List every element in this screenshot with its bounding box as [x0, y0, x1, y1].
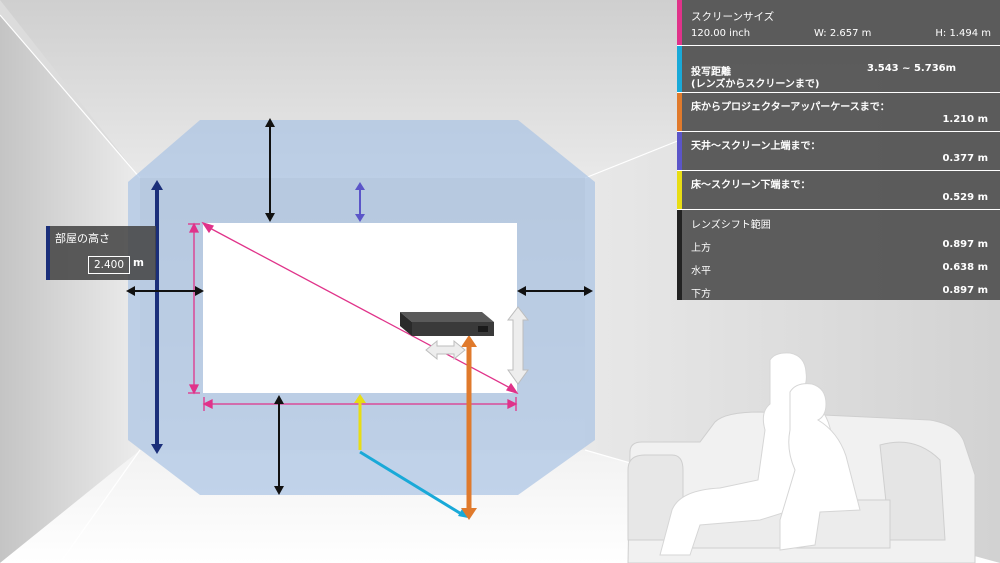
- screen-size-height: H: 1.494 m: [935, 28, 991, 39]
- lens-shift-hint-arrows: [425, 306, 530, 385]
- room-height-unit: m: [133, 257, 144, 269]
- floor-to-projector-title: 床からプロジェクターアッパーケースまで：: [691, 102, 890, 113]
- floor-to-screen-value: 0.529 m: [942, 192, 988, 203]
- room-height-box: 部屋の高さ 2.400 m: [46, 226, 156, 280]
- screen-size-section: スクリーンサイズ 120.00 inch W: 2.657 m H: 1.494…: [677, 0, 1000, 45]
- lens-shift-down-value: 0.897 m: [942, 285, 988, 296]
- ceiling-to-screen-arrow: [355, 182, 365, 222]
- floor-to-screen-arrow: [354, 394, 366, 450]
- throw-distance-accent: [677, 46, 682, 92]
- room-height-input[interactable]: 2.400: [88, 256, 130, 274]
- lens-shift-title: レンズシフト範囲: [691, 220, 771, 231]
- screen-size-diagonal: 120.00 inch: [691, 28, 751, 39]
- divider: [677, 170, 1000, 171]
- ceiling-to-screen-section: 天井〜スクリーン上端まで： 0.377 m: [677, 132, 1000, 170]
- divider: [677, 131, 1000, 132]
- room-height-label: 部屋の高さ: [55, 232, 110, 245]
- projector: [400, 312, 494, 336]
- lens-shift-horizontal-value: 0.638 m: [942, 262, 988, 273]
- lens-shift-down-label: 下方: [691, 289, 711, 300]
- ceiling-to-screen-value: 0.377 m: [942, 153, 988, 164]
- viewers-silhouette: [659, 352, 861, 556]
- floor-to-screen-accent: [677, 171, 682, 209]
- room-height-arrow: [151, 180, 163, 454]
- left-wall: [0, 15, 140, 563]
- distance-arrows: [126, 118, 593, 495]
- divider: [677, 92, 1000, 93]
- floor-to-projector-accent: [677, 93, 682, 131]
- lens-shift-up-label: 上方: [691, 243, 711, 254]
- floor-to-projector-value: 1.210 m: [942, 114, 988, 125]
- divider: [677, 45, 1000, 46]
- lens-shift-up-value: 0.897 m: [942, 239, 988, 250]
- screen-size-width: W: 2.657 m: [814, 28, 872, 39]
- screen-size-accent: [677, 0, 682, 45]
- info-panel: スクリーンサイズ 120.00 inch W: 2.657 m H: 1.494…: [677, 0, 1000, 300]
- floor-to-projector-arrow: [461, 335, 477, 520]
- floor-to-screen-section: 床〜スクリーン下端まで： 0.529 m: [677, 171, 1000, 209]
- screen-size-title: スクリーンサイズ: [691, 11, 775, 23]
- room-height-accent: [46, 226, 50, 280]
- lens-shift-section: レンズシフト範囲 上方 0.897 m 水平 0.638 m 下方 0.897 …: [677, 210, 1000, 300]
- throw-distance-value: 3.543 ~ 5.736m: [867, 63, 957, 74]
- throw-distance-section: 投写距離 (レンズからスクリーンまで) 3.543 ~ 5.736m: [677, 46, 1000, 92]
- lens-shift-accent: [677, 210, 682, 300]
- floor-to-screen-title: 床〜スクリーン下端まで：: [691, 180, 811, 191]
- throw-distance-subtitle: (レンズからスクリーンまで): [691, 79, 820, 90]
- ceiling-to-screen-title: 天井〜スクリーン上端まで：: [691, 141, 821, 152]
- throw-distance-arrow: [359, 450, 468, 518]
- ceiling-to-screen-accent: [677, 132, 682, 170]
- floor-to-projector-section: 床からプロジェクターアッパーケースまで： 1.210 m: [677, 93, 1000, 131]
- lens-shift-horizontal-label: 水平: [691, 266, 711, 277]
- throw-distance-title: 投写距離: [691, 67, 731, 78]
- divider: [677, 209, 1000, 210]
